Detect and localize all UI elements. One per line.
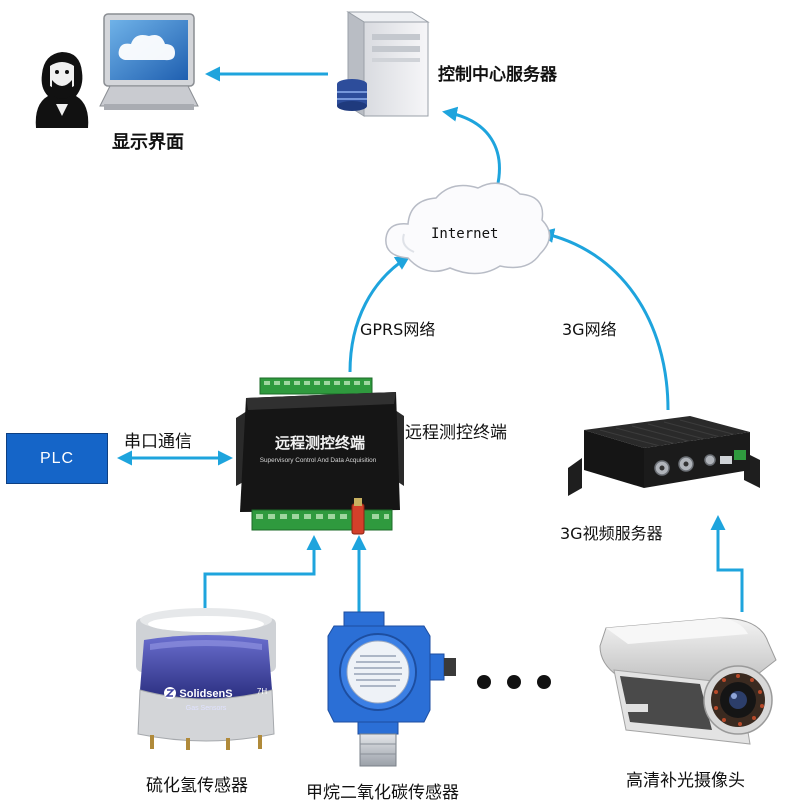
- h2s-sensor-brand: SolidsenS: [179, 688, 232, 700]
- camera-icon: [599, 617, 777, 745]
- arrow-h2s-to-rtu: [203, 535, 322, 618]
- 3g-link-label: 3G网络: [562, 320, 617, 339]
- ellipsis-dots: [477, 675, 551, 689]
- methane-sensor-icon: [327, 611, 456, 767]
- arrow-camera-to-videoserver: [710, 515, 744, 612]
- plc-box: PLC: [6, 433, 108, 484]
- connection-arrows: [117, 66, 744, 618]
- rtu-device-subtitle: Supervisory Control And Data Acquisition: [260, 457, 377, 464]
- rtu-label: 远程测控终端: [405, 423, 507, 443]
- display-monitor-icon: [99, 13, 199, 110]
- gprs-link-label: GPRS网络: [360, 320, 436, 339]
- h2s-sensor-label: 硫化氢传感器: [146, 776, 248, 796]
- internet-label: Internet: [431, 226, 499, 242]
- camera-label: 高清补光摄像头: [626, 771, 745, 791]
- server-tower-icon: [337, 11, 430, 117]
- server-label: 控制中心服务器: [438, 65, 557, 85]
- video-server-label: 3G视频服务器: [560, 524, 663, 543]
- h2s-sensor-brand-sub: Gas Sensors: [186, 705, 227, 712]
- video-server-device-icon: [568, 416, 760, 496]
- arrow-internet-to-server: [442, 106, 501, 189]
- h2s-sensor-side-mark: 7H: [257, 687, 267, 696]
- methane-sensor-label: 甲烷二氧化碳传感器: [306, 783, 459, 803]
- internet-cloud-icon: [385, 182, 551, 275]
- serial-link-label: 串口通信: [124, 432, 192, 452]
- portrait-silhouette-icon: [35, 52, 89, 128]
- arrow-videoserver-to-internet: [539, 228, 670, 411]
- arrow-rtu-to-internet: [348, 255, 411, 373]
- rtu-device-title: 远程测控终端: [275, 434, 365, 452]
- h2s-sensor-icon: [136, 608, 276, 750]
- rtu-device-icon: [236, 377, 404, 535]
- display-label: 显示界面: [112, 132, 184, 153]
